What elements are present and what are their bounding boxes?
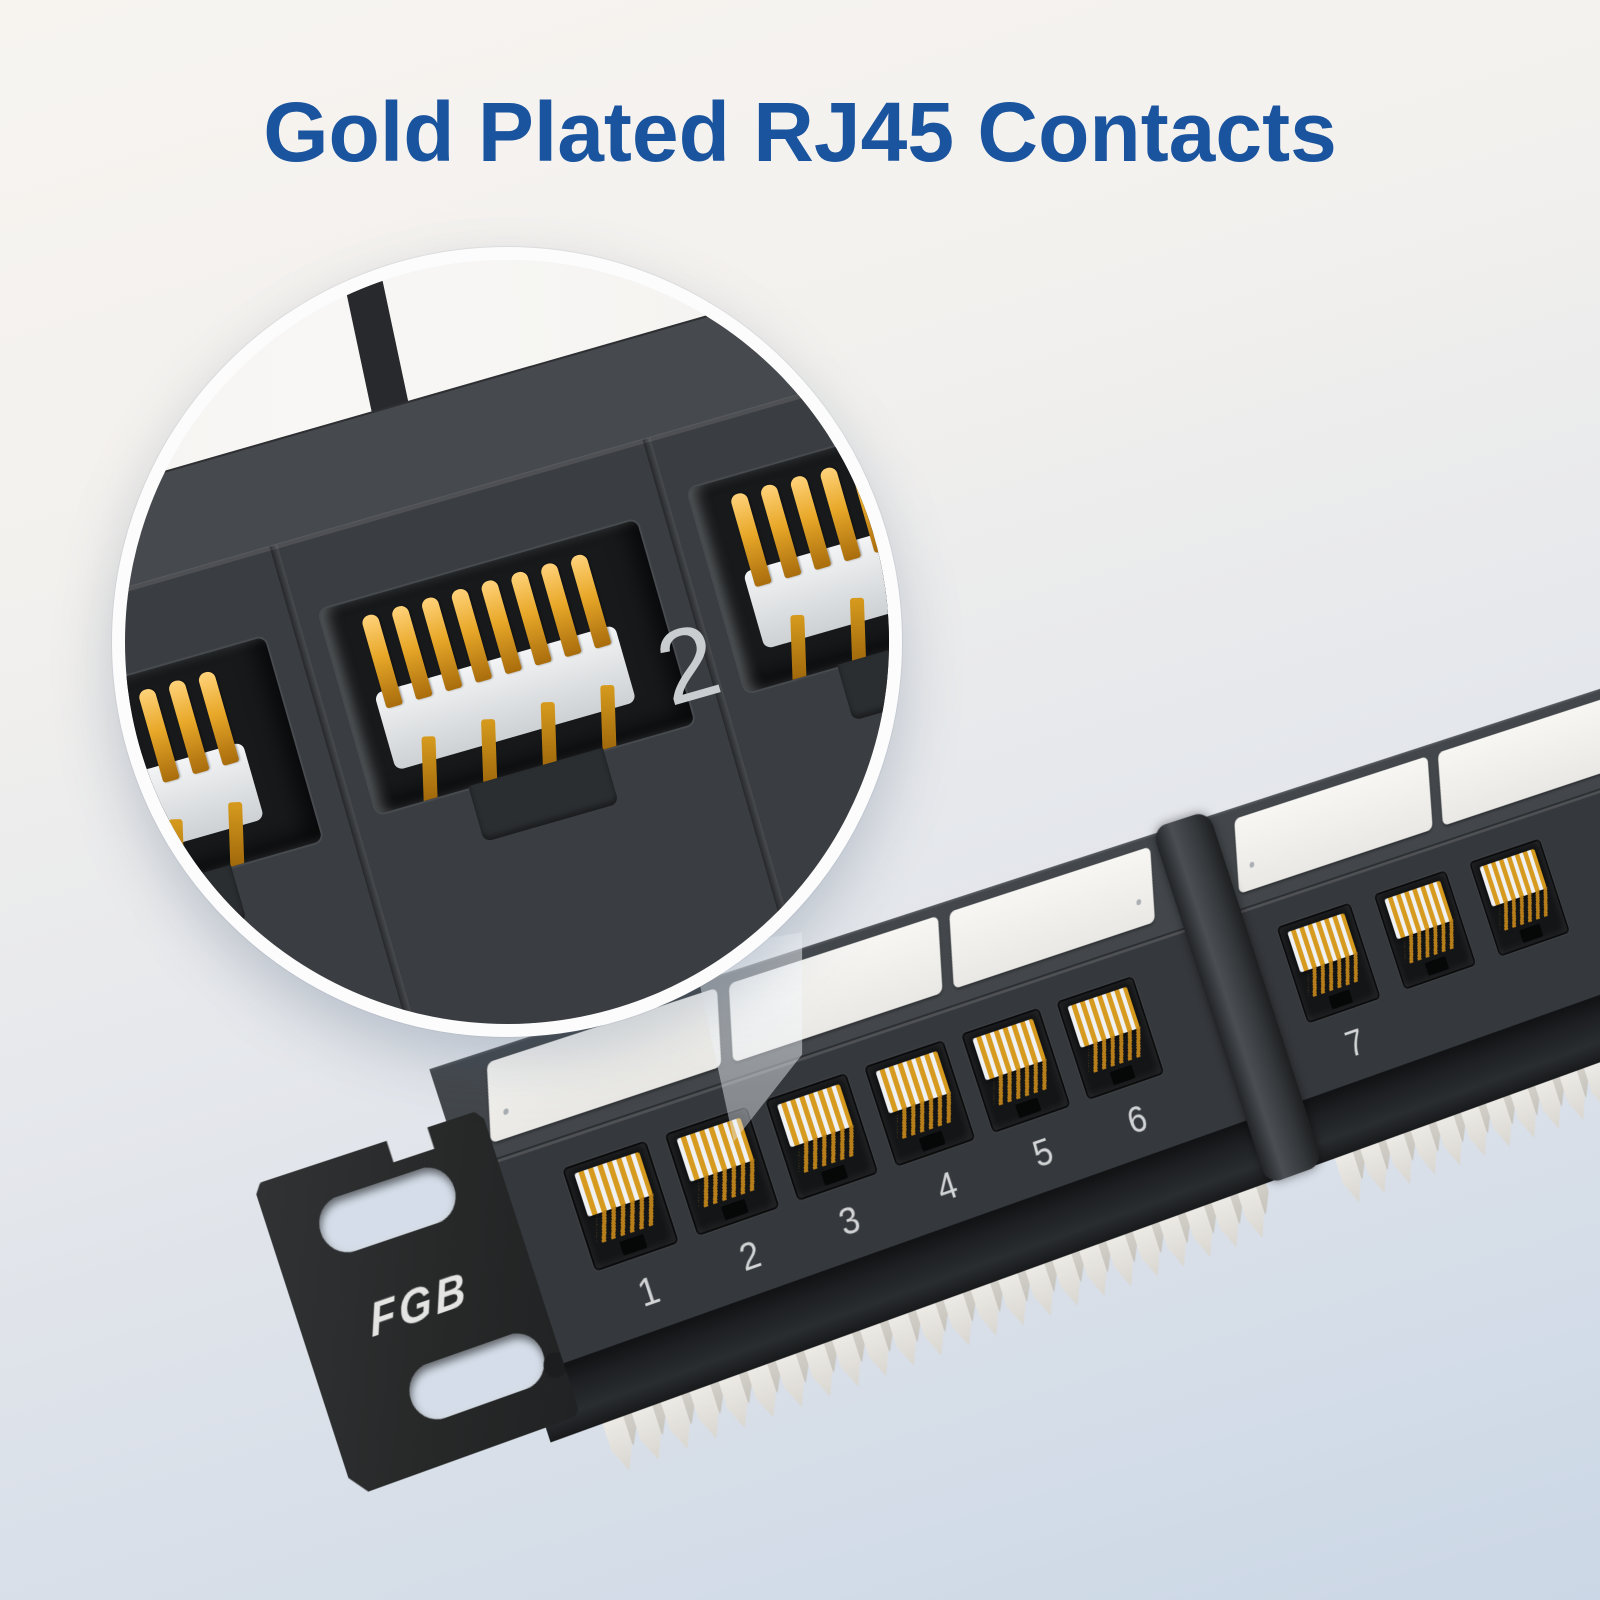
signal-bar: [515, 1092, 516, 1111]
signal-bars-icon: [502, 1076, 523, 1116]
latch-slot: [721, 1198, 749, 1221]
signal-dot: [1136, 898, 1142, 906]
latch-slot: [1519, 923, 1544, 944]
signal-bar: [521, 1076, 523, 1109]
signal-dot: [503, 1107, 509, 1116]
signal-bar: [1126, 884, 1128, 909]
signal-bar: [1133, 895, 1134, 906]
latch-slot: [1424, 955, 1450, 977]
signal-bars-icon: [1248, 832, 1267, 868]
signal-dot: [1249, 860, 1255, 868]
signal-bar: [1262, 839, 1264, 863]
mounting-hole: [312, 1161, 463, 1260]
signal-bar: [1259, 847, 1260, 865]
gold-pin-leg: [228, 801, 245, 873]
latch-slot: [1015, 1097, 1042, 1119]
latch-slot: [918, 1130, 946, 1153]
signal-bar: [512, 1100, 513, 1112]
latch-slot: [619, 1233, 648, 1257]
signal-bar: [518, 1084, 519, 1110]
latch-slot: [1328, 989, 1354, 1010]
signal-bar: [1264, 832, 1266, 863]
gold-pin-leg: [421, 736, 438, 807]
signal-bars-icon: [1122, 873, 1142, 910]
magnified-scene: 2: [112, 260, 889, 1024]
magnifier-circle: 2: [112, 247, 902, 1037]
gold-pin-leg: [125, 836, 126, 907]
mounting-hole: [402, 1326, 552, 1427]
latch-slot: [1109, 1064, 1136, 1086]
page-title: Gold Plated RJ45 Contacts: [263, 85, 1337, 179]
gold-pin: [112, 704, 120, 800]
latch-slot: [820, 1164, 849, 1187]
signal-bar: [1257, 854, 1258, 865]
signal-bar: [1129, 889, 1130, 907]
signal-bar: [1122, 878, 1124, 909]
gold-pin-leg: [790, 614, 807, 686]
